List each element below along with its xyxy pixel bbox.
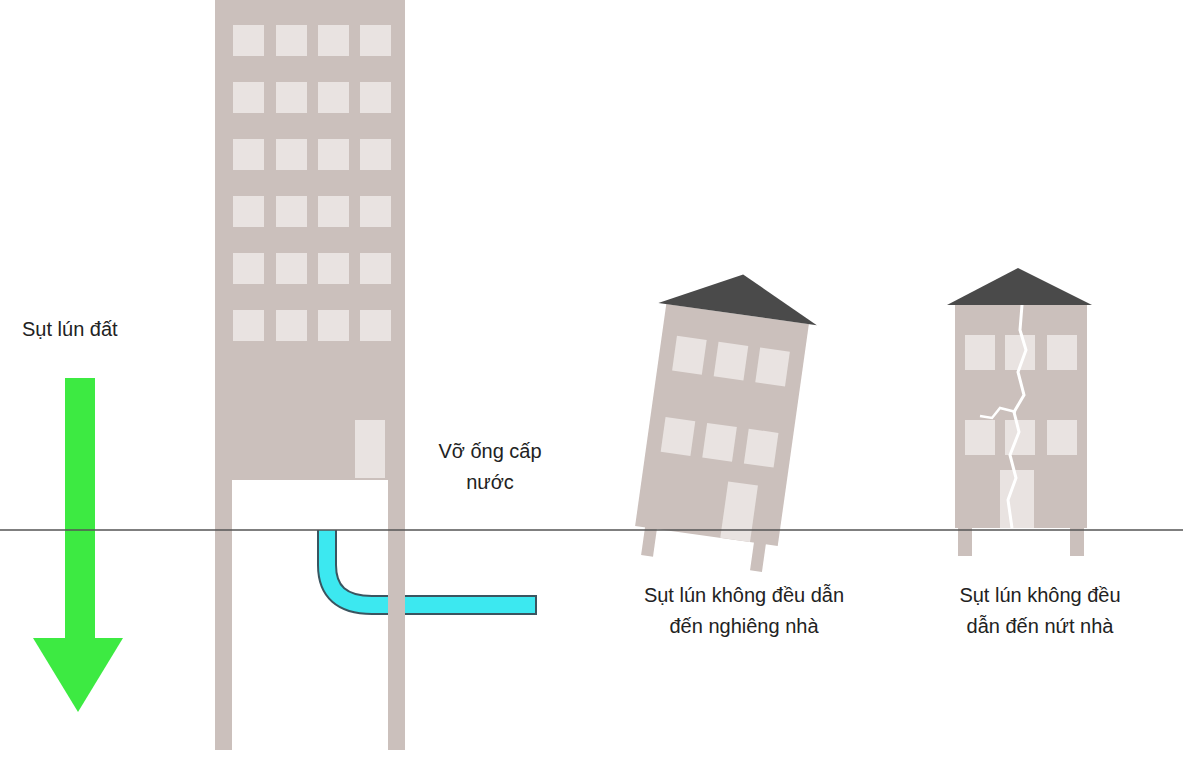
- water-pipe: [327, 530, 535, 605]
- callout-label: Sụt lún không đều dẫn đến nứt nhà: [945, 580, 1135, 642]
- crack: [1008, 305, 1026, 528]
- crack-branch: [980, 408, 1016, 418]
- tall-building: [215, 0, 405, 750]
- cracked-house: [947, 268, 1092, 556]
- arrow-label: Sụt lún đất: [22, 314, 182, 345]
- arrow-shaft: [65, 378, 95, 640]
- arrow-head: [33, 638, 123, 712]
- tilted-house: [623, 263, 822, 574]
- ground-line: [0, 529, 1183, 531]
- callout-label: Vỡ ống cấp nước: [425, 436, 555, 498]
- callout-label: Sụt lún không đều dẫn đến nghiêng nhà: [637, 580, 852, 642]
- pipe-outline: [327, 530, 537, 605]
